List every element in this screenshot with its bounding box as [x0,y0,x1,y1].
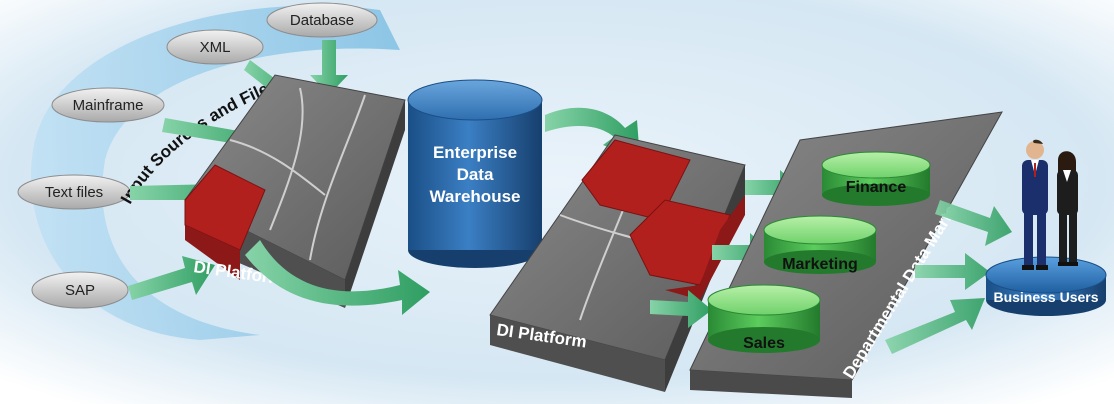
input-source-label: Text files [45,184,103,201]
arrow-to-sales [650,290,712,328]
data-mart-marketing: Marketing [763,215,877,274]
puzzle-piece-red-side [665,195,745,300]
input-source-label: XML [200,39,231,56]
input-source-label: Mainframe [73,97,144,114]
puzzle-seams [229,87,366,261]
enterprise-data-warehouse: Enterprise Data Warehouse [407,79,543,268]
platform-side-left [490,315,665,392]
warehouse-top [407,79,543,121]
departmental-data-marts: Departmental Data Marts Finance Marketin… [689,111,1003,398]
input-source-label: SAP [65,282,95,299]
data-mart-sales: Sales [707,284,821,353]
platform-side-right [345,100,405,308]
businesswoman-icon [1057,151,1078,266]
arrow-marketing-users [915,253,990,290]
arrow-to-warehouse [245,240,430,315]
input-source-text-files: Text files [17,174,131,210]
businessman-icon [1022,139,1048,270]
warehouse-label-line2: Data [457,165,494,184]
data-mart-label: Marketing [782,256,858,273]
warehouse-label-line1: Enterprise [433,143,517,162]
arrow-sap [128,256,215,300]
input-source-database: Database [266,2,378,38]
input-source-mainframe: Mainframe [51,87,165,123]
arrow-finance-users [935,200,1012,246]
data-mart-label: Sales [743,335,785,352]
input-source-xml: XML [166,29,264,65]
mart-to-user-arrows [885,200,1012,354]
arrow-database [310,40,348,95]
business-users-label: Business Users [993,289,1098,305]
marts-platform-side [690,370,852,398]
arrow-sales-users [885,298,985,354]
puzzle-piece-red-side [185,225,240,280]
warehouse-label-line3: Warehouse [429,187,520,206]
business-users: Business Users [985,139,1107,316]
input-source-sap: SAP [31,271,129,309]
puzzle-piece-red [184,164,266,251]
input-source-label: Database [290,12,354,29]
data-mart-label: Finance [846,179,907,196]
puzzle-piece-red [581,139,691,221]
data-mart-finance: Finance [821,151,931,206]
